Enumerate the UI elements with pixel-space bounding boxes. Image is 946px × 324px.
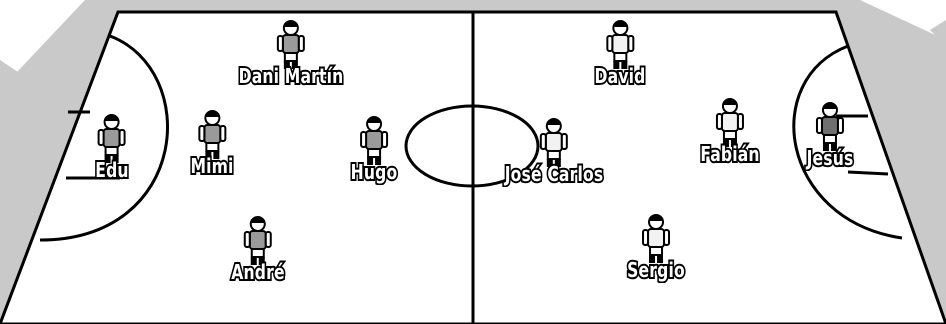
player-mimi[interactable]: Mimi (184, 108, 239, 176)
player-hugo[interactable]: Hugo (344, 114, 404, 182)
player-name-jesus: Jesús (807, 148, 854, 168)
player-andre[interactable]: André (224, 214, 292, 282)
player-name-david: David (595, 66, 646, 86)
right-goal-line-bottom (848, 172, 888, 174)
player-jose-carlos[interactable]: José Carlos (491, 116, 617, 184)
player-name-dani-martin: Dani Martín (239, 66, 344, 86)
player-dani-martin[interactable]: Dani Martín (224, 18, 358, 86)
player-name-jose-carlos: José Carlos (505, 164, 604, 184)
player-david[interactable]: David (587, 18, 652, 86)
player-sergio[interactable]: Sergio (619, 212, 693, 280)
player-name-fabian: Fabián (700, 144, 759, 164)
player-name-edu: Edu (95, 160, 128, 180)
player-name-mimi: Mimi (190, 156, 233, 176)
player-fabian[interactable]: Fabián (692, 96, 768, 164)
player-name-andre: André (231, 262, 284, 282)
player-name-hugo: Hugo (351, 162, 398, 182)
player-jesus[interactable]: Jesús (800, 100, 860, 168)
player-name-sergio: Sergio (627, 260, 685, 280)
player-edu[interactable]: Edu (91, 112, 134, 180)
